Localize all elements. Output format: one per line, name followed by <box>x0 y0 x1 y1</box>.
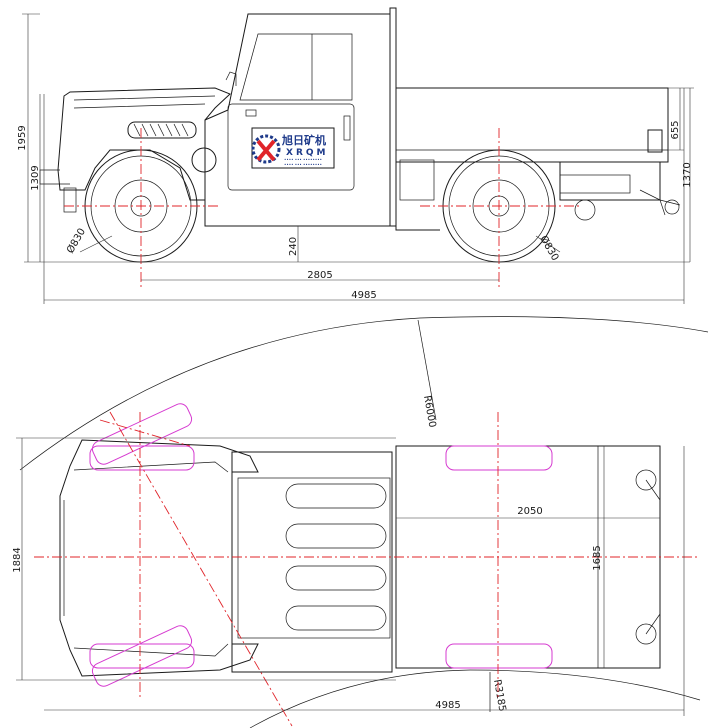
gear-icon <box>251 134 281 164</box>
dim-label-top-length: 4985 <box>435 700 460 711</box>
dim-label-height: 1959 <box>17 125 28 150</box>
top-view: R6000 R3185 <box>12 316 709 728</box>
dim-label-front-wheel: Ø830 <box>64 226 88 255</box>
dim-label-clearance: 240 <box>288 237 299 256</box>
dim-rear-height <box>668 87 694 262</box>
headlight <box>191 147 217 173</box>
dim-label-length: 4985 <box>351 290 376 301</box>
dim-label-width: 1884 <box>12 547 23 572</box>
dim-label-rear-height: 1370 <box>682 162 693 187</box>
cab-outline <box>204 13 391 227</box>
front-body-top <box>59 439 259 677</box>
logo-english: XRQM <box>286 148 328 158</box>
hood <box>57 87 231 201</box>
radius-inner-label: R3185 <box>491 679 507 713</box>
dim-label-box-width: 1685 <box>592 545 603 570</box>
outer-turn-arc <box>19 316 709 471</box>
logo-mark-icon <box>256 139 276 162</box>
dim-label-cab-height: 1309 <box>30 165 41 190</box>
cab-window <box>239 33 353 101</box>
radiator-grille <box>127 121 197 139</box>
side-view: 旭日矿机 XRQM •••• ••• •••••••• •••• ••• •••… <box>17 7 694 304</box>
rear-left-tyre <box>445 445 553 471</box>
radius-outer-label: R6000 <box>421 395 437 429</box>
cab-door <box>227 103 355 191</box>
cab-top <box>231 451 393 673</box>
dim-length <box>43 88 685 304</box>
dim-label-rear-deck: 655 <box>670 120 681 139</box>
dim-label-box-length: 2050 <box>517 506 542 517</box>
cab-roof-slots <box>285 483 387 631</box>
dim-label-wheelbase: 2805 <box>307 270 332 281</box>
dim-label-rear-wheel: Ø830 <box>537 234 561 263</box>
front-right-tyres <box>89 625 195 687</box>
logo-line-1: •••• ••• •••••••• <box>284 157 322 162</box>
rear-right-tyre <box>445 643 553 669</box>
cargo-box <box>395 87 669 163</box>
logo-line-2: •••• ••• •••••••• <box>284 162 322 167</box>
dim-width <box>16 437 396 681</box>
inner-turn-arc <box>249 669 701 728</box>
front-left-tyres <box>89 403 195 471</box>
logo-chinese: 旭日矿机 <box>281 133 326 147</box>
dim-total-height <box>22 13 40 262</box>
dim-top-length <box>44 446 685 716</box>
